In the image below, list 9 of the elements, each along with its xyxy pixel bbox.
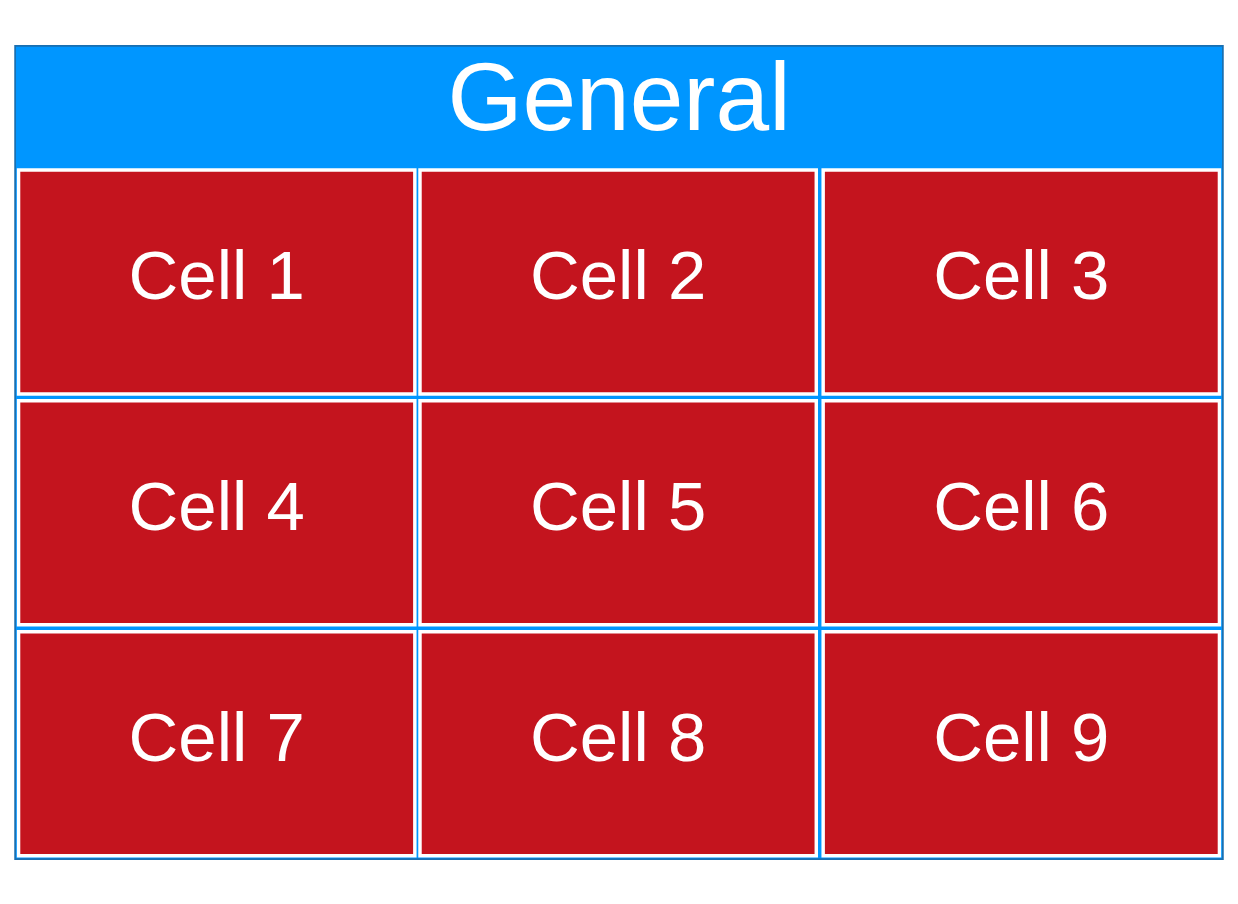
node-box: Cell 3 bbox=[821, 167, 1222, 396]
node-box: Cell 2 bbox=[418, 167, 818, 396]
node-box: Cell 9 bbox=[821, 629, 1222, 857]
node-box: Cell 4 bbox=[16, 398, 417, 626]
node-box: Cell 1 bbox=[16, 167, 417, 396]
node-box: Cell 7 bbox=[16, 629, 417, 857]
node-box: Cell 8 bbox=[418, 629, 818, 857]
node-box: Cell 5 bbox=[418, 398, 818, 626]
node-box: Cell 6 bbox=[821, 398, 1222, 626]
